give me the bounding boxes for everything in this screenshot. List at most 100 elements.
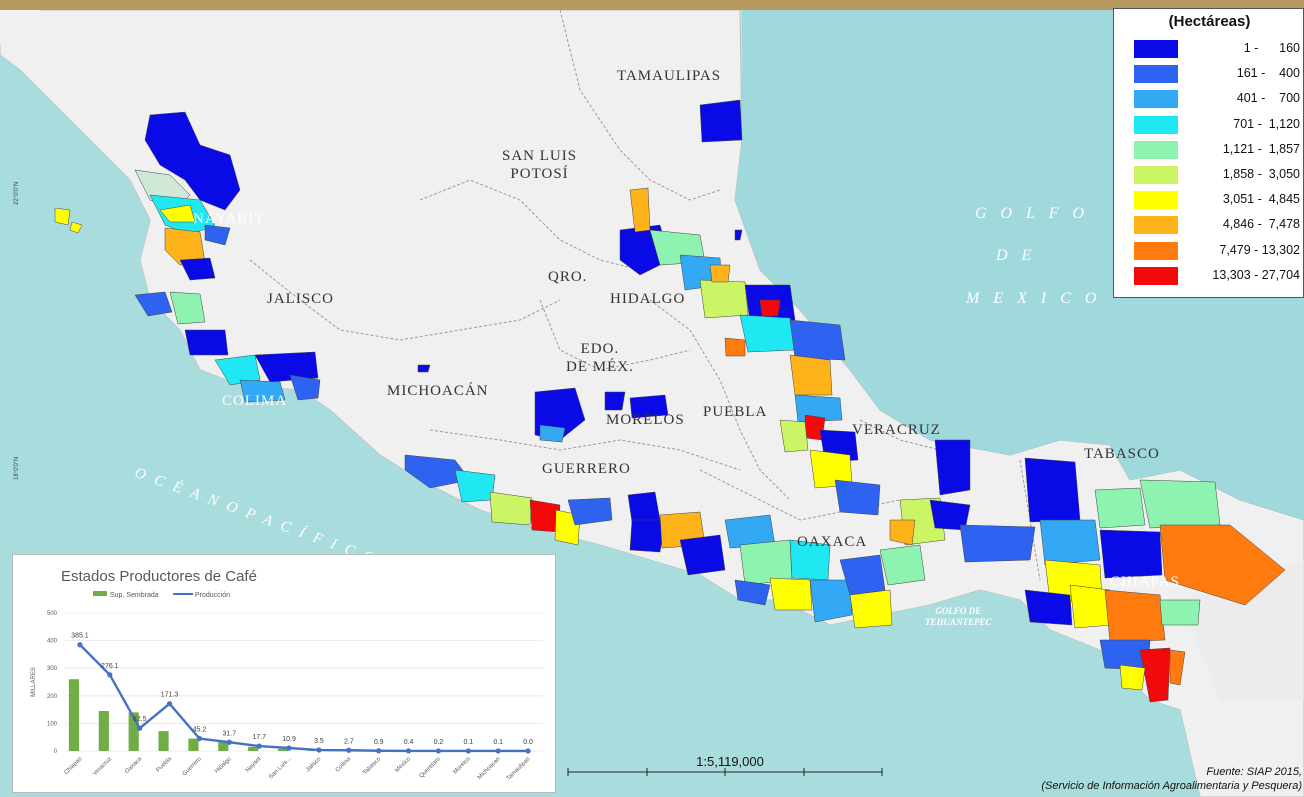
state-label-hidalgo: HIDALGO (610, 291, 686, 307)
legend-class-1: 1 - 160 (1134, 40, 1304, 58)
legend-label: 1,858 - 3,050 (1222, 167, 1300, 181)
legend-class-5: 1,121 - 1,857 (1134, 140, 1304, 159)
chart-x-tick-label: Guerrero (182, 756, 204, 778)
legend-title: (Hectáreas) (1168, 13, 1251, 30)
chart-data-label: 385.1 (71, 633, 89, 640)
state-label-jalisco: JALISCO (267, 291, 335, 307)
chart-data-label: 0.4 (404, 739, 414, 746)
legend-swatch (1134, 140, 1178, 159)
chart-data-label: 82.5 (133, 716, 147, 723)
legend-swatch (1134, 166, 1178, 184)
chart-bar (277, 748, 289, 751)
chart-point (316, 747, 322, 753)
chart-x-tick-label: Puebla (156, 756, 174, 774)
chart-data-label: 3.5 (314, 738, 324, 745)
legend-swatch (1134, 266, 1178, 285)
chart-point (495, 748, 501, 754)
chart-y-axis-label: MILLARES (31, 667, 37, 697)
legend-class-2: 161 - 400 (1134, 65, 1304, 84)
chart-y-tick-label: 500 (47, 611, 58, 617)
legend-class-9: 7,479 - 13,302 (1134, 241, 1304, 260)
state-label-san-luis-potosi: SAN LUIS POTOSÍ (502, 148, 578, 182)
chart-y-tick-label: 100 (47, 721, 58, 727)
chart-x-tick-label: Mexico (394, 756, 412, 774)
chart-point (256, 743, 262, 749)
state-label-guerrero: GUERRERO (542, 461, 631, 477)
chart-bar (158, 731, 169, 751)
legend-label: 701 - 1,120 (1233, 116, 1300, 131)
chart-point (435, 748, 442, 754)
chart-data-label: 2.7 (344, 738, 354, 745)
chart-y-tick-label: 300 (47, 666, 58, 672)
chart-point (196, 735, 203, 742)
coord-label-18n: 18°0'0"N (14, 456, 20, 480)
chart-point (286, 745, 292, 751)
top-border (0, 0, 1304, 10)
chart-legend-label-line: Producción (195, 592, 230, 599)
state-label-michoacan: MICHOACÁN (387, 383, 489, 399)
legend-class-7: 3,051 - 4,845 (1134, 191, 1304, 210)
legend-label: 13,303 - 27,704 (1212, 267, 1300, 282)
chart-x-tick-label: San Luis... (268, 756, 293, 781)
chart-data-label: 0.1 (463, 739, 473, 746)
legend-swatch (1134, 115, 1178, 134)
legend-swatch (1134, 65, 1178, 84)
chart-data-label: 10.9 (282, 736, 296, 743)
legend-label: 401 - 700 (1236, 91, 1300, 106)
legend-label: 161 - 400 (1236, 66, 1300, 81)
state-label-nayarit: NAYARIT (193, 211, 265, 227)
legend-label: 1 - 160 (1243, 41, 1300, 55)
chart-point (226, 739, 232, 745)
chart-x-tick-label: Chiapas (64, 756, 84, 776)
chart-x-tick-label: Jalisco (305, 756, 323, 774)
chart-point (137, 725, 143, 731)
state-label-tabasco: TABASCO (1084, 446, 1160, 462)
legend-class-6: 1,858 - 3,050 (1134, 166, 1304, 184)
sea-label-tehuantepec: GOLFO DE TEHUANTEPEC (925, 606, 992, 627)
chart-point (525, 748, 531, 754)
chart-x-tick-label: Oaxaca (124, 756, 143, 775)
scale-bar (567, 768, 883, 776)
chart-bar (218, 742, 229, 751)
source-line-2: (Servicio de Información Agroalimentaria… (1041, 780, 1302, 792)
chart-point (77, 642, 83, 648)
chart-bar (248, 746, 259, 751)
legend-label: 3,051 - 4,845 (1222, 192, 1300, 207)
source-line-1: Fuente: SIAP 2015, (1206, 766, 1302, 778)
sea-label-mexico: M E X I C O (966, 290, 1102, 307)
map-legend: (Hectáreas) 1 - 160 161 - 400 401 - 700 701… (1113, 8, 1304, 298)
chart-bar (188, 738, 199, 751)
legend-swatch (1134, 191, 1178, 210)
legend-swatch (1134, 40, 1178, 58)
chart-x-tick-label: Michoacan (477, 756, 502, 781)
chart-bar (98, 710, 109, 751)
sea-label-golfo: G O L F O (975, 205, 1090, 222)
chart-x-tick-label: Veracruz (92, 756, 113, 777)
state-label-morelos: MORELOS (606, 412, 685, 428)
chart-x-tick-label: Queretaro (419, 756, 443, 780)
chart-y-tick-label: 0 (54, 749, 58, 755)
legend-class-4: 701 - 1,120 (1134, 115, 1304, 134)
chart-legend-swatch-bar (93, 591, 107, 596)
state-label-tamaulipas: TAMAULIPAS (617, 68, 722, 84)
chart-x-tick-label: Morelos (452, 756, 471, 775)
chart-data-label: 171.3 (161, 692, 179, 699)
chart-bar (128, 712, 139, 751)
state-label-colima: COLIMA (222, 393, 288, 409)
chart-series-line (79, 643, 529, 753)
legend-swatch (1134, 216, 1178, 235)
municipality-patches (54, 99, 1286, 703)
chart-x-tick-label: Nayarit (245, 756, 263, 774)
chart-y-tick-label: 400 (47, 639, 58, 645)
chart-x-tick-label: Colima (335, 756, 353, 774)
chart-data-label: 0.1 (493, 739, 503, 746)
state-label-puebla: PUEBLA (703, 404, 768, 420)
chart-data-label: 17.7 (252, 734, 266, 741)
legend-label: 1,121 - 1,857 (1222, 141, 1300, 156)
chart-data-label: 0.9 (374, 739, 384, 746)
state-label-oaxaca: OAXACA (797, 534, 868, 550)
coord-label-22n: 22°0'0"N (14, 181, 20, 205)
chart-point (166, 701, 173, 707)
legend-label: 4,846 - 7,478 (1222, 217, 1300, 232)
